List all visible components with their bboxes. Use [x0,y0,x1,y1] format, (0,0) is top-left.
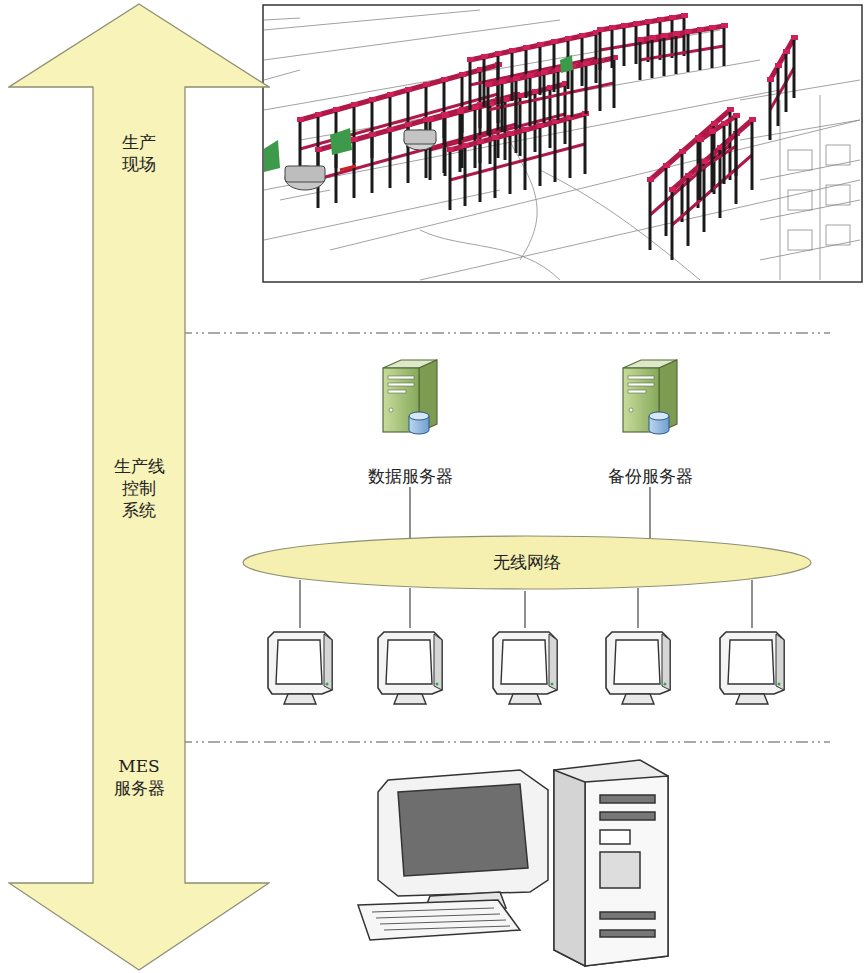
server-label: 数据服务器 [368,465,453,487]
level-label: 生产 现场 [105,131,173,175]
terminal-monitors [268,632,784,704]
network-link [649,487,650,539]
storage-racks [297,13,798,260]
backup-server-icon [623,360,677,434]
section-separator [180,333,830,742]
mes-computer [358,760,668,966]
network-link [409,487,410,538]
network-label: 无线网络 [493,551,561,573]
level-label: 生产线 控制 系统 [105,455,173,521]
illustration-frame [263,5,862,282]
data-server-icon [383,360,437,434]
vehicles [264,55,573,190]
floor-plan [264,10,860,280]
network-ellipse: 无线网络 [242,535,812,590]
server-label: 备份服务器 [608,465,693,487]
level-arrow: 生产 现场生产线 控制 系统 MES 服务器 [8,3,270,971]
server-node: 数据服务器 [362,355,459,487]
level-label: MES 服务器 [105,755,173,799]
factory-illustration [262,5,862,282]
server-node: 备份服务器 [602,355,699,487]
